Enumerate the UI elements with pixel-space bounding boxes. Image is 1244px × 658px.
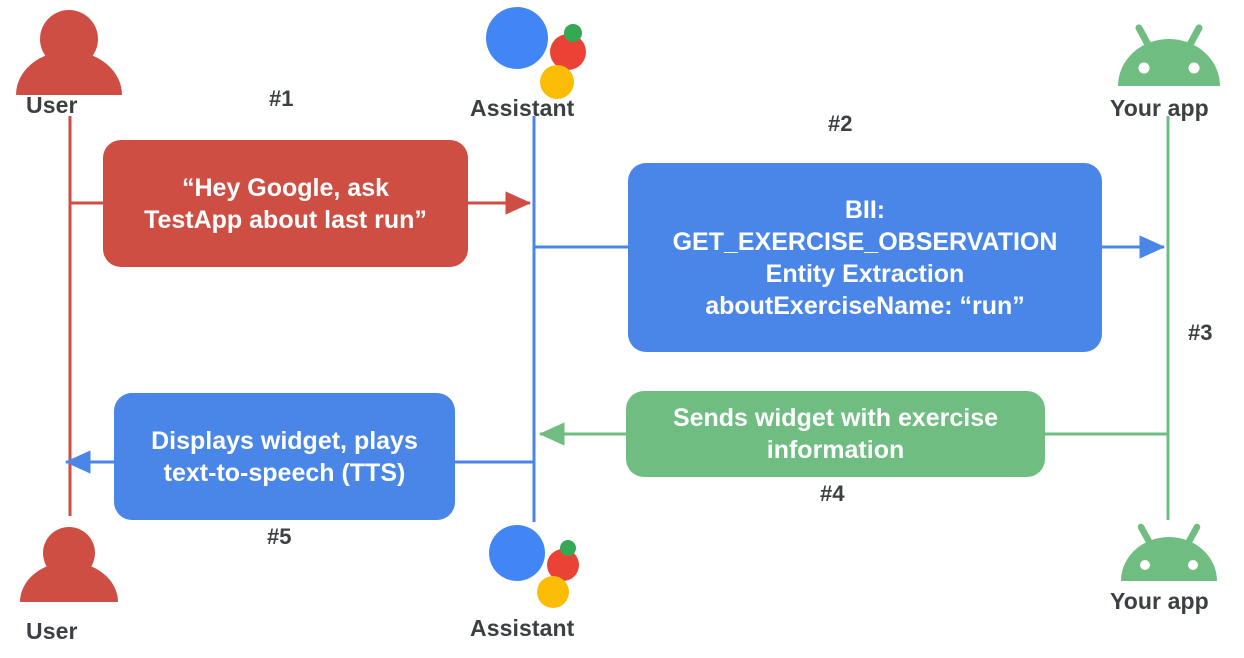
actor-label-your-app-top: Your app [1110,95,1209,121]
actor-label-assistant-top: Assistant [470,95,575,121]
actor-label-user-bottom: User [26,618,78,644]
google-assistant-icon-bottom [489,525,579,608]
user-avatar-icon-bottom [20,527,118,602]
step-number-4: #4 [820,481,845,506]
google-assistant-icon-top [486,7,586,99]
actor-label-your-app-bottom: Your app [1110,588,1209,614]
android-robot-icon-top [1118,24,1220,86]
actor-label-user-top: User [26,92,78,118]
step-number-5: #5 [267,524,292,549]
step-number-3: #3 [1188,320,1213,345]
android-robot-icon-bottom [1121,523,1217,581]
user-avatar-icon-top [16,10,122,95]
actor-label-assistant-bottom: Assistant [470,615,575,641]
step-number-1: #1 [269,86,294,111]
step-number-2: #2 [828,111,853,136]
